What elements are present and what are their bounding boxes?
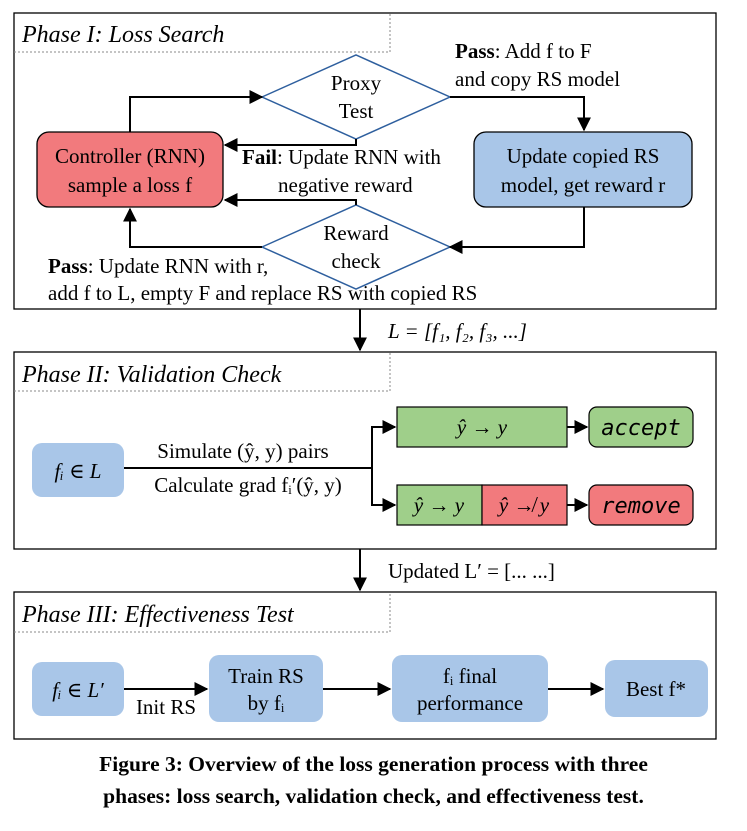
- reward-pass-arrow: [123, 207, 262, 248]
- reward-fail-arrow: [223, 193, 357, 207]
- accept-cond-box: [396, 406, 568, 448]
- pass-top-line1: Pass: Add f to F: [455, 39, 592, 63]
- remove-label: remove: [601, 494, 680, 519]
- train-rs-line2: by fᵢ: [248, 691, 285, 715]
- pass-bottom-line1: Pass: Update RNN with r,: [48, 254, 268, 278]
- remove-cond-a-box: [396, 484, 483, 526]
- fi-in-L-box: [32, 443, 124, 497]
- phase1-panel: Phase I: Loss Search Controller (RNN) sa…: [13, 12, 717, 310]
- phase3-panel: Phase III: Effectiveness Test fᵢ ∈ L′ In…: [13, 591, 717, 740]
- caption-line1: Figure 3: Overview of the loss generatio…: [99, 752, 648, 776]
- phase3-title: Phase III: Effectiveness Test: [21, 602, 295, 628]
- remove-box: [588, 484, 694, 526]
- proxy-test-line1: Proxy: [331, 71, 382, 95]
- train-rs-line1: Train RS: [228, 664, 304, 688]
- final-performance-line1: fᵢ final: [443, 664, 497, 688]
- proxy-fail-arrow: [223, 138, 357, 152]
- figure-caption: Figure 3: Overview of the loss generatio…: [0, 748, 747, 812]
- caption-line2: phases: loss search, validation check, a…: [103, 784, 644, 808]
- pass-bottom-line2: add f to L, empty F and replace RS with …: [48, 281, 477, 305]
- calc-grad-label: Calculate grad fᵢ′(ŷ, y): [154, 473, 342, 497]
- fail-line2: negative reward: [278, 173, 413, 197]
- final-performance-box: [392, 655, 548, 722]
- remove-cond-b-box: [481, 484, 568, 526]
- loss-generation-diagram: Phase I: Loss Search Controller (RNN) sa…: [13, 12, 717, 740]
- fail-line1: Fail: Update RNN with: [242, 145, 441, 169]
- phase2-title: Phase II: Validation Check: [21, 362, 282, 388]
- proxy-test-line2: Test: [339, 99, 374, 123]
- init-rs-label: Init RS: [136, 695, 196, 719]
- controller-line2: sample a loss f: [68, 173, 192, 197]
- proxy-pass-arrow: [450, 96, 591, 132]
- update-model-line2: model, get reward r: [501, 173, 665, 197]
- reward-check-line2: check: [332, 249, 381, 273]
- pass-top-line2: and copy RS model: [455, 67, 620, 91]
- train-rs-box: [209, 655, 323, 722]
- final-performance-line2: performance: [417, 691, 523, 715]
- phase2-panel: Phase II: Validation Check fᵢ ∈ L Simula…: [13, 351, 717, 550]
- fi-in-L-label: fᵢ ∈ L: [55, 459, 102, 483]
- arrow1-label: L = [f₁, f₂, f₃, ...]: [387, 319, 527, 343]
- arrow2-label: Updated L′ = [... ...]: [388, 559, 555, 583]
- fi-in-Lp-box: [32, 662, 124, 716]
- remove-cond-b-label: ŷ ↛ y: [497, 493, 550, 517]
- accept-cond-label: ŷ → y: [455, 415, 508, 439]
- accept-box: [588, 406, 694, 448]
- best-f-label: Best f*: [626, 677, 686, 701]
- phase1-title: Phase I: Loss Search: [21, 22, 224, 48]
- to-accept-branch-arrow: [371, 420, 397, 468]
- accept-label: accept: [601, 416, 680, 441]
- best-f-box: [605, 660, 708, 717]
- controller-line1: Controller (RNN): [55, 144, 205, 168]
- controller-to-proxy-arrow: [129, 90, 264, 132]
- fi-in-Lp-label: fᵢ ∈ L′: [52, 678, 104, 702]
- update-model-line1: Update copied RS: [507, 144, 660, 168]
- simulate-label: Simulate (ŷ, y) pairs: [157, 439, 328, 463]
- model-to-reward-arrow: [448, 207, 585, 254]
- remove-cond-a-label: ŷ → y: [412, 493, 465, 517]
- to-remove-branch-arrow: [371, 468, 397, 512]
- reward-check-line1: Reward: [323, 221, 389, 245]
